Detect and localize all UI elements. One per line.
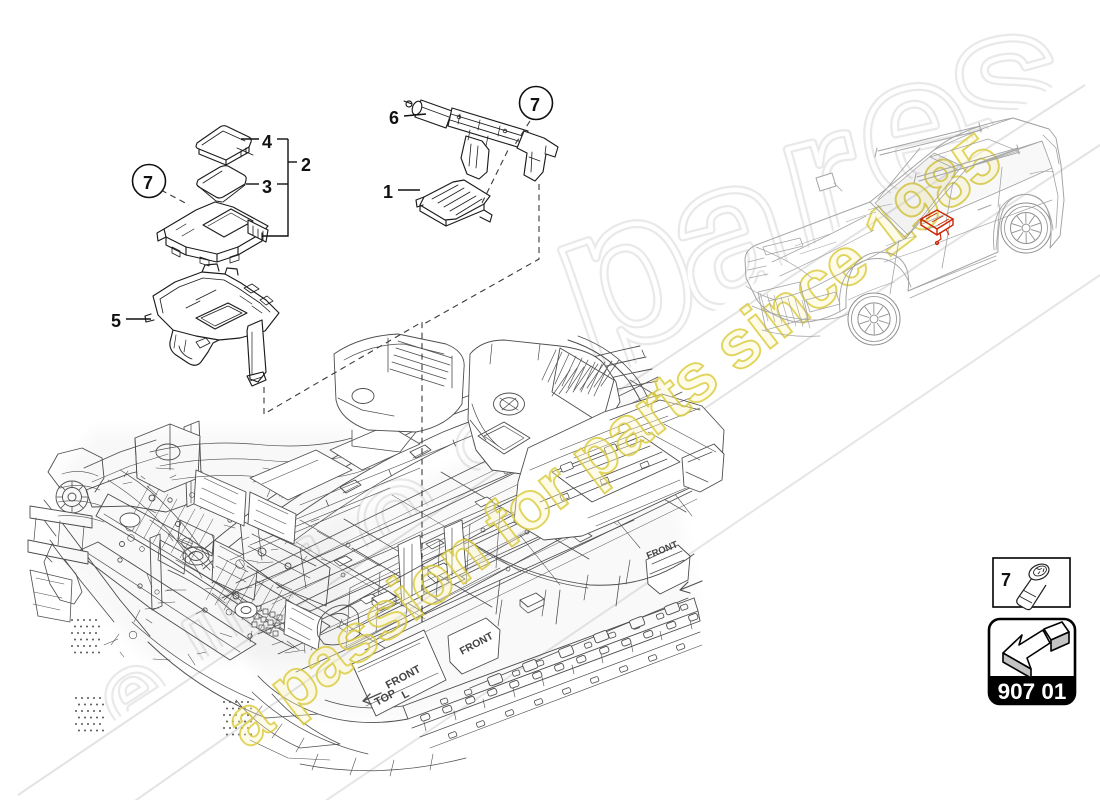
svg-text:6: 6 (389, 108, 399, 128)
svg-text:2: 2 (301, 155, 311, 175)
svg-text:7: 7 (530, 95, 540, 115)
svg-text:L: L (400, 688, 412, 702)
svg-text:7: 7 (143, 173, 153, 193)
svg-text:7: 7 (1001, 570, 1011, 590)
svg-text:5: 5 (111, 311, 121, 331)
svg-text:1: 1 (383, 182, 393, 202)
svg-text:4: 4 (262, 132, 272, 152)
svg-text:3: 3 (262, 177, 272, 197)
svg-text:907 01: 907 01 (998, 679, 1067, 704)
